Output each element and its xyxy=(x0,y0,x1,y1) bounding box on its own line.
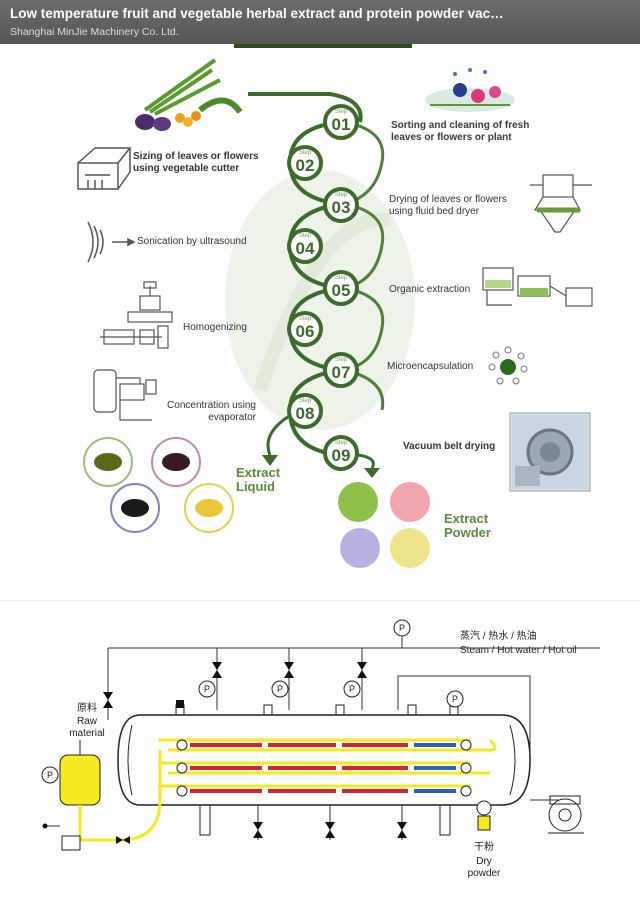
pressure-gauge-label: P xyxy=(348,684,355,694)
microencapsulation-icon xyxy=(488,346,528,385)
step-04-label: Sonication by ultrasound xyxy=(137,236,247,247)
step-07-label: Microencapsulation xyxy=(387,361,474,372)
pressure-gauge-label: P xyxy=(46,770,53,780)
page-title: Low temperature fruit and vegetable herb… xyxy=(10,6,504,21)
step-09-label: Vacuum belt drying xyxy=(403,441,496,452)
pressure-gauge-label: P xyxy=(203,684,210,694)
step-08-label: Concentration using evaporator xyxy=(167,400,256,423)
homogenizer-icon xyxy=(100,281,173,349)
ultrasound-icon xyxy=(87,221,136,263)
dry-powder-label-cn: 干粉 xyxy=(474,842,494,853)
pressure-gauge-label: P xyxy=(276,684,283,694)
fluid-bed-dryer-icon xyxy=(530,174,592,233)
extract-powder-icons xyxy=(338,482,430,568)
pressure-gauge-label: P xyxy=(398,623,405,633)
step-05-label: Organic extraction xyxy=(389,284,471,295)
steam-label-en: Steam / Hot water / Hot oil xyxy=(460,645,577,656)
vacuum-belt-dryer-diagram xyxy=(41,619,600,851)
step-01-label: Sorting and cleaning of fresh leaves or … xyxy=(391,120,530,143)
section-divider xyxy=(0,600,640,601)
evaporator-icon xyxy=(93,369,157,421)
step-03-label: Drying of leaves or flowers using fluid … xyxy=(389,194,507,217)
title-bar: Low temperature fruit and vegetable herb… xyxy=(0,0,640,44)
step-02-label: Sizing of leaves or flowers using vegeta… xyxy=(133,151,259,174)
vacuum-belt-dryer-photo xyxy=(509,412,591,492)
step-06-label: Homogenizing xyxy=(183,322,247,333)
company-name: Shanghai MinJie Machinery Co. Ltd. xyxy=(10,26,179,38)
raw-material-label-cn: 原料 xyxy=(77,703,97,714)
process-illustrations xyxy=(77,58,593,568)
leaf-watermark xyxy=(225,170,415,430)
pressure-gauge-label: P xyxy=(451,694,458,704)
flowers-icon xyxy=(425,68,515,112)
organic-extraction-icon xyxy=(482,267,593,307)
steam-label-cn: 蒸汽 / 热水 / 热油 xyxy=(460,631,537,642)
extract-liquid-icons xyxy=(83,437,234,533)
vegetables-icon xyxy=(135,58,243,131)
vegetable-cutter-icon xyxy=(77,147,132,190)
